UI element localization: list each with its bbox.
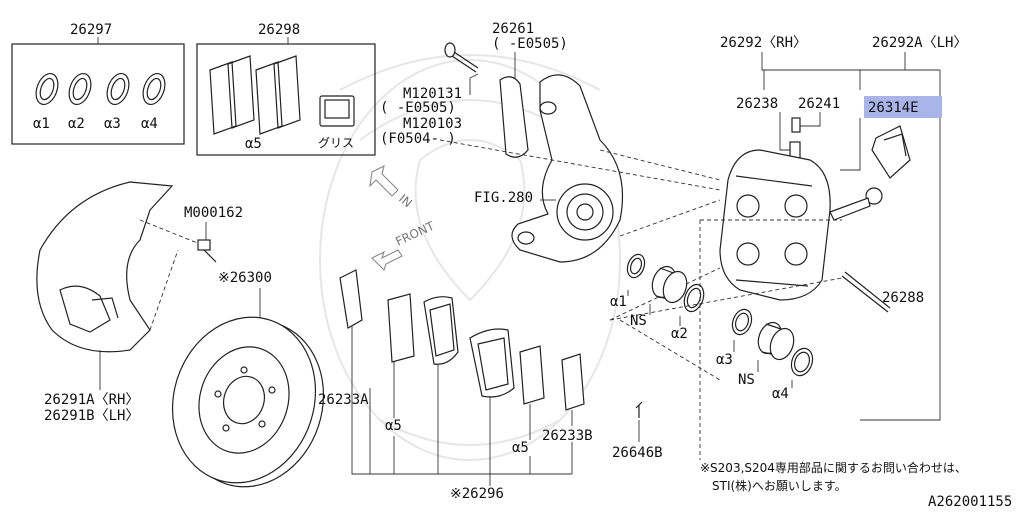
label-m120103[interactable]: M120103 <box>403 116 462 132</box>
brake-rotor <box>171 316 325 488</box>
label-26238[interactable]: 26238 <box>736 96 778 112</box>
steering-knuckle <box>511 74 623 263</box>
label-fig280[interactable]: FIG.280 <box>474 190 533 206</box>
label-26298[interactable]: 26298 <box>258 22 300 38</box>
label-26261-range[interactable]: ( -E0505) <box>492 36 568 52</box>
footnote-line-2: STI(株)へお願いします。 <box>712 478 847 493</box>
label-a5-right[interactable]: α5 <box>512 440 529 456</box>
pad-shims <box>209 55 301 135</box>
label-m120131-range[interactable]: ( -E0505) <box>380 100 456 116</box>
piston-seal-lower-a3 <box>731 308 753 336</box>
label-a3-lower[interactable]: α3 <box>716 352 733 368</box>
front-arrow-icon <box>371 249 403 272</box>
piston-upper <box>651 265 688 304</box>
grease-packet-icon <box>319 95 355 127</box>
label-a1[interactable]: α1 <box>33 116 50 132</box>
label-ns-upper[interactable]: NS <box>630 313 647 329</box>
label-front-arrow[interactable]: FRONT <box>393 218 437 248</box>
label-a2[interactable]: α2 <box>68 116 85 132</box>
label-ns-lower[interactable]: NS <box>738 372 755 388</box>
label-26291a[interactable]: 26291A〈RH〉 <box>44 392 139 408</box>
label-26288[interactable]: 26288 <box>882 290 924 306</box>
label-grease[interactable]: グリス <box>318 136 354 150</box>
footnote-line-1: ※S203,S204専用部品に関するお問い合わせは、 <box>700 460 967 475</box>
label-26292a-lh[interactable]: 26292A〈LH〉 <box>872 35 967 51</box>
pad-wear-sensor <box>635 401 643 418</box>
pad-shim-outer-right <box>387 293 415 363</box>
label-26291b[interactable]: 26291B〈LH〉 <box>44 408 139 424</box>
label-26233b[interactable]: 26233B <box>542 428 593 444</box>
in-arrow-icon <box>369 164 399 197</box>
label-a1-lower[interactable]: α1 <box>610 294 627 310</box>
spacer-plate <box>499 76 529 158</box>
drawing-id: A262001155 <box>928 494 1012 510</box>
label-m120103-range[interactable]: (F0504- ) <box>380 131 456 147</box>
label-26300[interactable]: ※26300 <box>218 270 272 286</box>
label-26261[interactable]: 26261 <box>492 21 534 37</box>
label-a2-lower[interactable]: α2 <box>671 326 688 342</box>
label-26292-rh[interactable]: 26292〈RH〉 <box>720 35 807 51</box>
retaining-pin-26288 <box>841 271 891 313</box>
pad-shim-inner-left <box>519 345 545 405</box>
pad-spring-clip <box>871 125 911 179</box>
label-26241[interactable]: 26241 <box>798 96 840 112</box>
shim-kit-box <box>196 43 376 156</box>
dust-boot-lower-a4 <box>790 347 814 377</box>
piston-seal-upper-a1 <box>626 253 646 279</box>
pad-pin <box>829 187 883 221</box>
dust-shield <box>36 181 201 353</box>
brake-pad-outer <box>423 296 459 365</box>
label-26233a[interactable]: 26233A <box>318 392 369 408</box>
label-a5-top[interactable]: α5 <box>245 136 262 152</box>
pad-shim-outer-left <box>339 269 363 329</box>
label-26314e[interactable]: 26314E <box>868 100 919 116</box>
piston-lower <box>757 321 795 361</box>
dust-boot-upper-a2 <box>683 283 705 313</box>
label-m120131[interactable]: M120131 <box>403 86 462 102</box>
label-a4-lower[interactable]: α4 <box>772 386 789 402</box>
label-26646b[interactable]: 26646B <box>612 445 663 461</box>
bolt-m120131 <box>444 42 479 73</box>
label-26297[interactable]: 26297 <box>70 22 112 38</box>
label-26296[interactable]: ※26296 <box>450 486 504 502</box>
label-m000162[interactable]: M000162 <box>184 205 243 221</box>
label-a3[interactable]: α3 <box>104 116 121 132</box>
brake-pad-inner <box>469 328 515 398</box>
bleeder-screw <box>789 117 801 159</box>
highlight-26314e <box>864 96 942 118</box>
label-a5-left[interactable]: α5 <box>385 418 402 434</box>
label-a4[interactable]: α4 <box>141 116 158 132</box>
seal-rings <box>35 72 166 106</box>
bolt-m000162 <box>197 239 217 263</box>
pad-shim-inner-right <box>561 353 585 411</box>
label-in-arrow[interactable]: IN <box>396 192 415 211</box>
caliper-body <box>719 149 831 301</box>
